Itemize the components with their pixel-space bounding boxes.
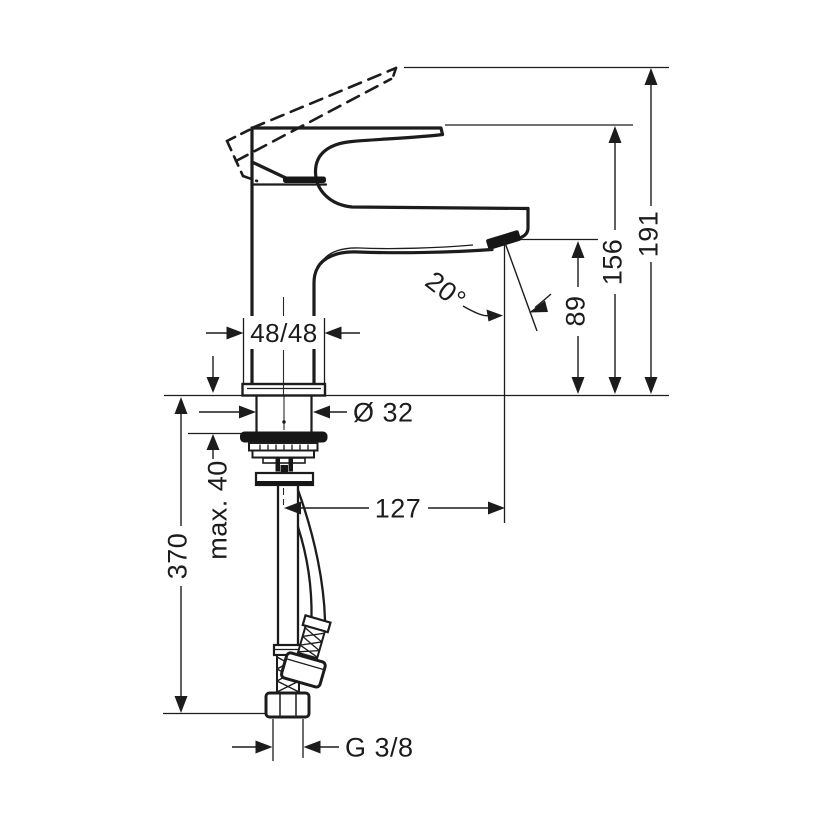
hose-nut-angled — [280, 651, 327, 689]
handle-top-edge — [250, 126, 445, 137]
spout-inner-highlight — [321, 244, 474, 262]
aerator — [486, 230, 521, 250]
angle-arrow-left — [486, 309, 503, 322]
hose-angled-connector — [280, 614, 332, 689]
handle-body-fork — [313, 132, 530, 211]
handle-height-label: 156 — [597, 239, 627, 286]
dimension-spout-height: 89 — [560, 241, 590, 394]
hose-length-label: 370 — [162, 533, 192, 580]
braid-pattern — [298, 627, 325, 658]
hose-angled-edge2 — [296, 525, 313, 620]
angle-leader-right — [534, 293, 552, 309]
angle-arrow-right — [529, 300, 548, 313]
mounting-nut — [248, 442, 319, 459]
spout-reach-label: 127 — [375, 493, 422, 523]
hose-angled-edge1 — [296, 488, 327, 622]
seal-washer — [240, 431, 328, 443]
dimension-thread: G 3/8 — [232, 732, 414, 762]
dimension-shank-diameter: Ø 32 — [199, 397, 414, 427]
thread-label: G 3/8 — [345, 732, 414, 762]
spout-underside — [312, 247, 494, 385]
cartridge-joint-shadow — [283, 176, 326, 183]
water-stream-line — [503, 239, 538, 332]
max-thickness-label: max. 40 — [202, 460, 232, 560]
dimension-handle-height: 156 — [597, 126, 627, 394]
base-width-label: 48/48 — [250, 318, 318, 348]
spout-height-label: 89 — [560, 295, 590, 326]
drain-rod-clamp — [262, 457, 306, 474]
supply-hoses — [264, 484, 332, 719]
center-line — [282, 297, 286, 430]
handle-raised-dashed — [225, 66, 398, 183]
faucet-body-outline — [225, 66, 530, 430]
total-height-label: 191 — [633, 211, 663, 258]
mounting-assembly — [240, 382, 328, 487]
dimension-max-thickness: max. 40 — [202, 356, 232, 560]
handle-cone-edge — [250, 160, 291, 182]
dimension-base-width: 48/48 — [206, 316, 360, 349]
dimension-hose-length: 370 — [162, 397, 192, 713]
hose-nut-straight — [264, 691, 311, 719]
angle-leader-left — [462, 305, 489, 317]
extension-lines — [163, 66, 669, 761]
shank-diameter-label: Ø 32 — [353, 397, 414, 427]
dimension-spout-reach: 127 — [284, 493, 505, 523]
spout-right-edge — [517, 206, 530, 240]
stream-angle-label: 20° — [420, 265, 472, 315]
dimension-total-height: 191 — [633, 68, 663, 394]
